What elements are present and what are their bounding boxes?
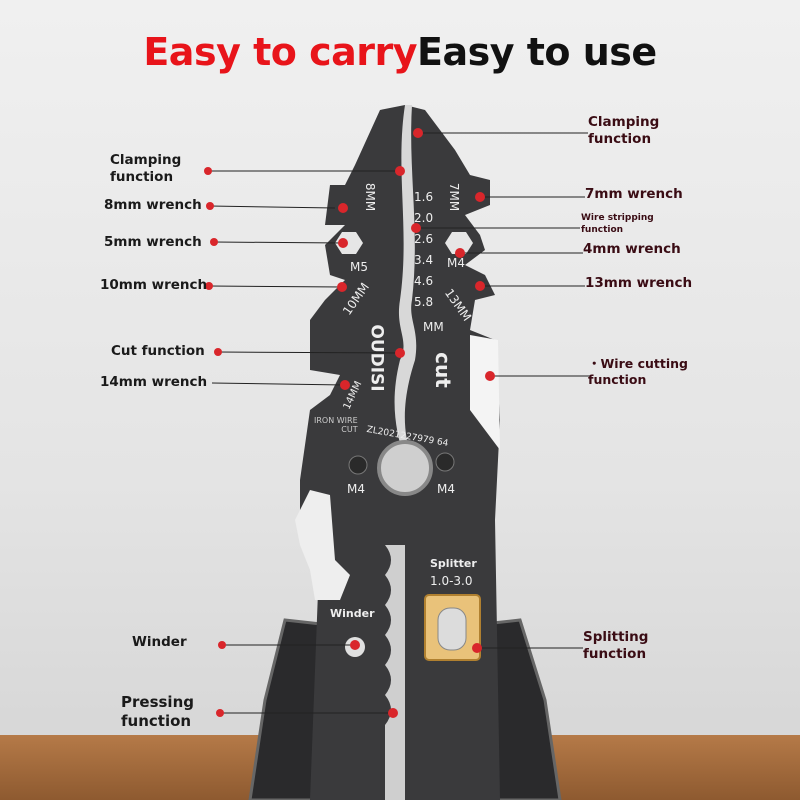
label-10mm-wrench: 10mm wrench	[100, 277, 208, 293]
label-14mm-wrench: 14mm wrench	[100, 374, 208, 390]
etch-m4-right: M4	[437, 482, 455, 496]
label-5mm-wrench: 5mm wrench	[104, 234, 202, 250]
gauge-3.4: 3.4	[414, 253, 434, 267]
brand-oudisi: OUDISI	[366, 324, 387, 392]
etch-8mm: 8MM	[363, 182, 378, 212]
headline: Easy to carryEasy to use	[0, 30, 800, 74]
label-clamping-left: Clamping function	[110, 152, 182, 185]
gauge-2.0: 2.0	[414, 211, 434, 225]
label-7mm-wrench: 7mm wrench	[585, 186, 683, 202]
label-winder: Winder	[132, 634, 187, 650]
etch-mm: MM	[423, 320, 444, 334]
gauge-2.6: 2.6	[414, 232, 434, 246]
label-clamping-right: Clamping function	[588, 114, 660, 147]
headline-use: Easy to use	[416, 30, 657, 74]
label-splitting: Splitting function	[583, 629, 649, 662]
headline-carry: Easy to carry	[143, 30, 417, 74]
label-4mm-wrench: 4mm wrench	[583, 241, 681, 257]
gauge-5.8: 5.8	[414, 295, 434, 309]
etch-splitter: Splitter	[430, 557, 477, 570]
gauge-1.6: 1.6	[414, 190, 434, 204]
label-8mm-wrench: 8mm wrench	[104, 197, 202, 213]
etch-m4-left: M4	[347, 482, 365, 496]
etch-iron-wire: IRON WIRE CUT	[314, 416, 358, 434]
label-pressing: Pressing function	[121, 693, 194, 730]
label-wire-cutting: ・Wire cutting function	[588, 356, 688, 387]
etch-m4: M4	[447, 256, 465, 270]
label-cut-function: Cut function	[111, 343, 205, 359]
label-wire-stripping: Wire stripping function	[581, 213, 654, 235]
label-13mm-wrench: 13mm wrench	[585, 275, 693, 291]
etch-7mm: 7MM	[447, 182, 462, 212]
etch-m5: M5	[350, 260, 368, 274]
etch-splitter-range: 1.0-3.0	[430, 574, 473, 588]
gauge-4.6: 4.6	[414, 274, 434, 288]
etch-cut: cut	[430, 352, 455, 388]
etch-winder: Winder	[330, 607, 375, 620]
